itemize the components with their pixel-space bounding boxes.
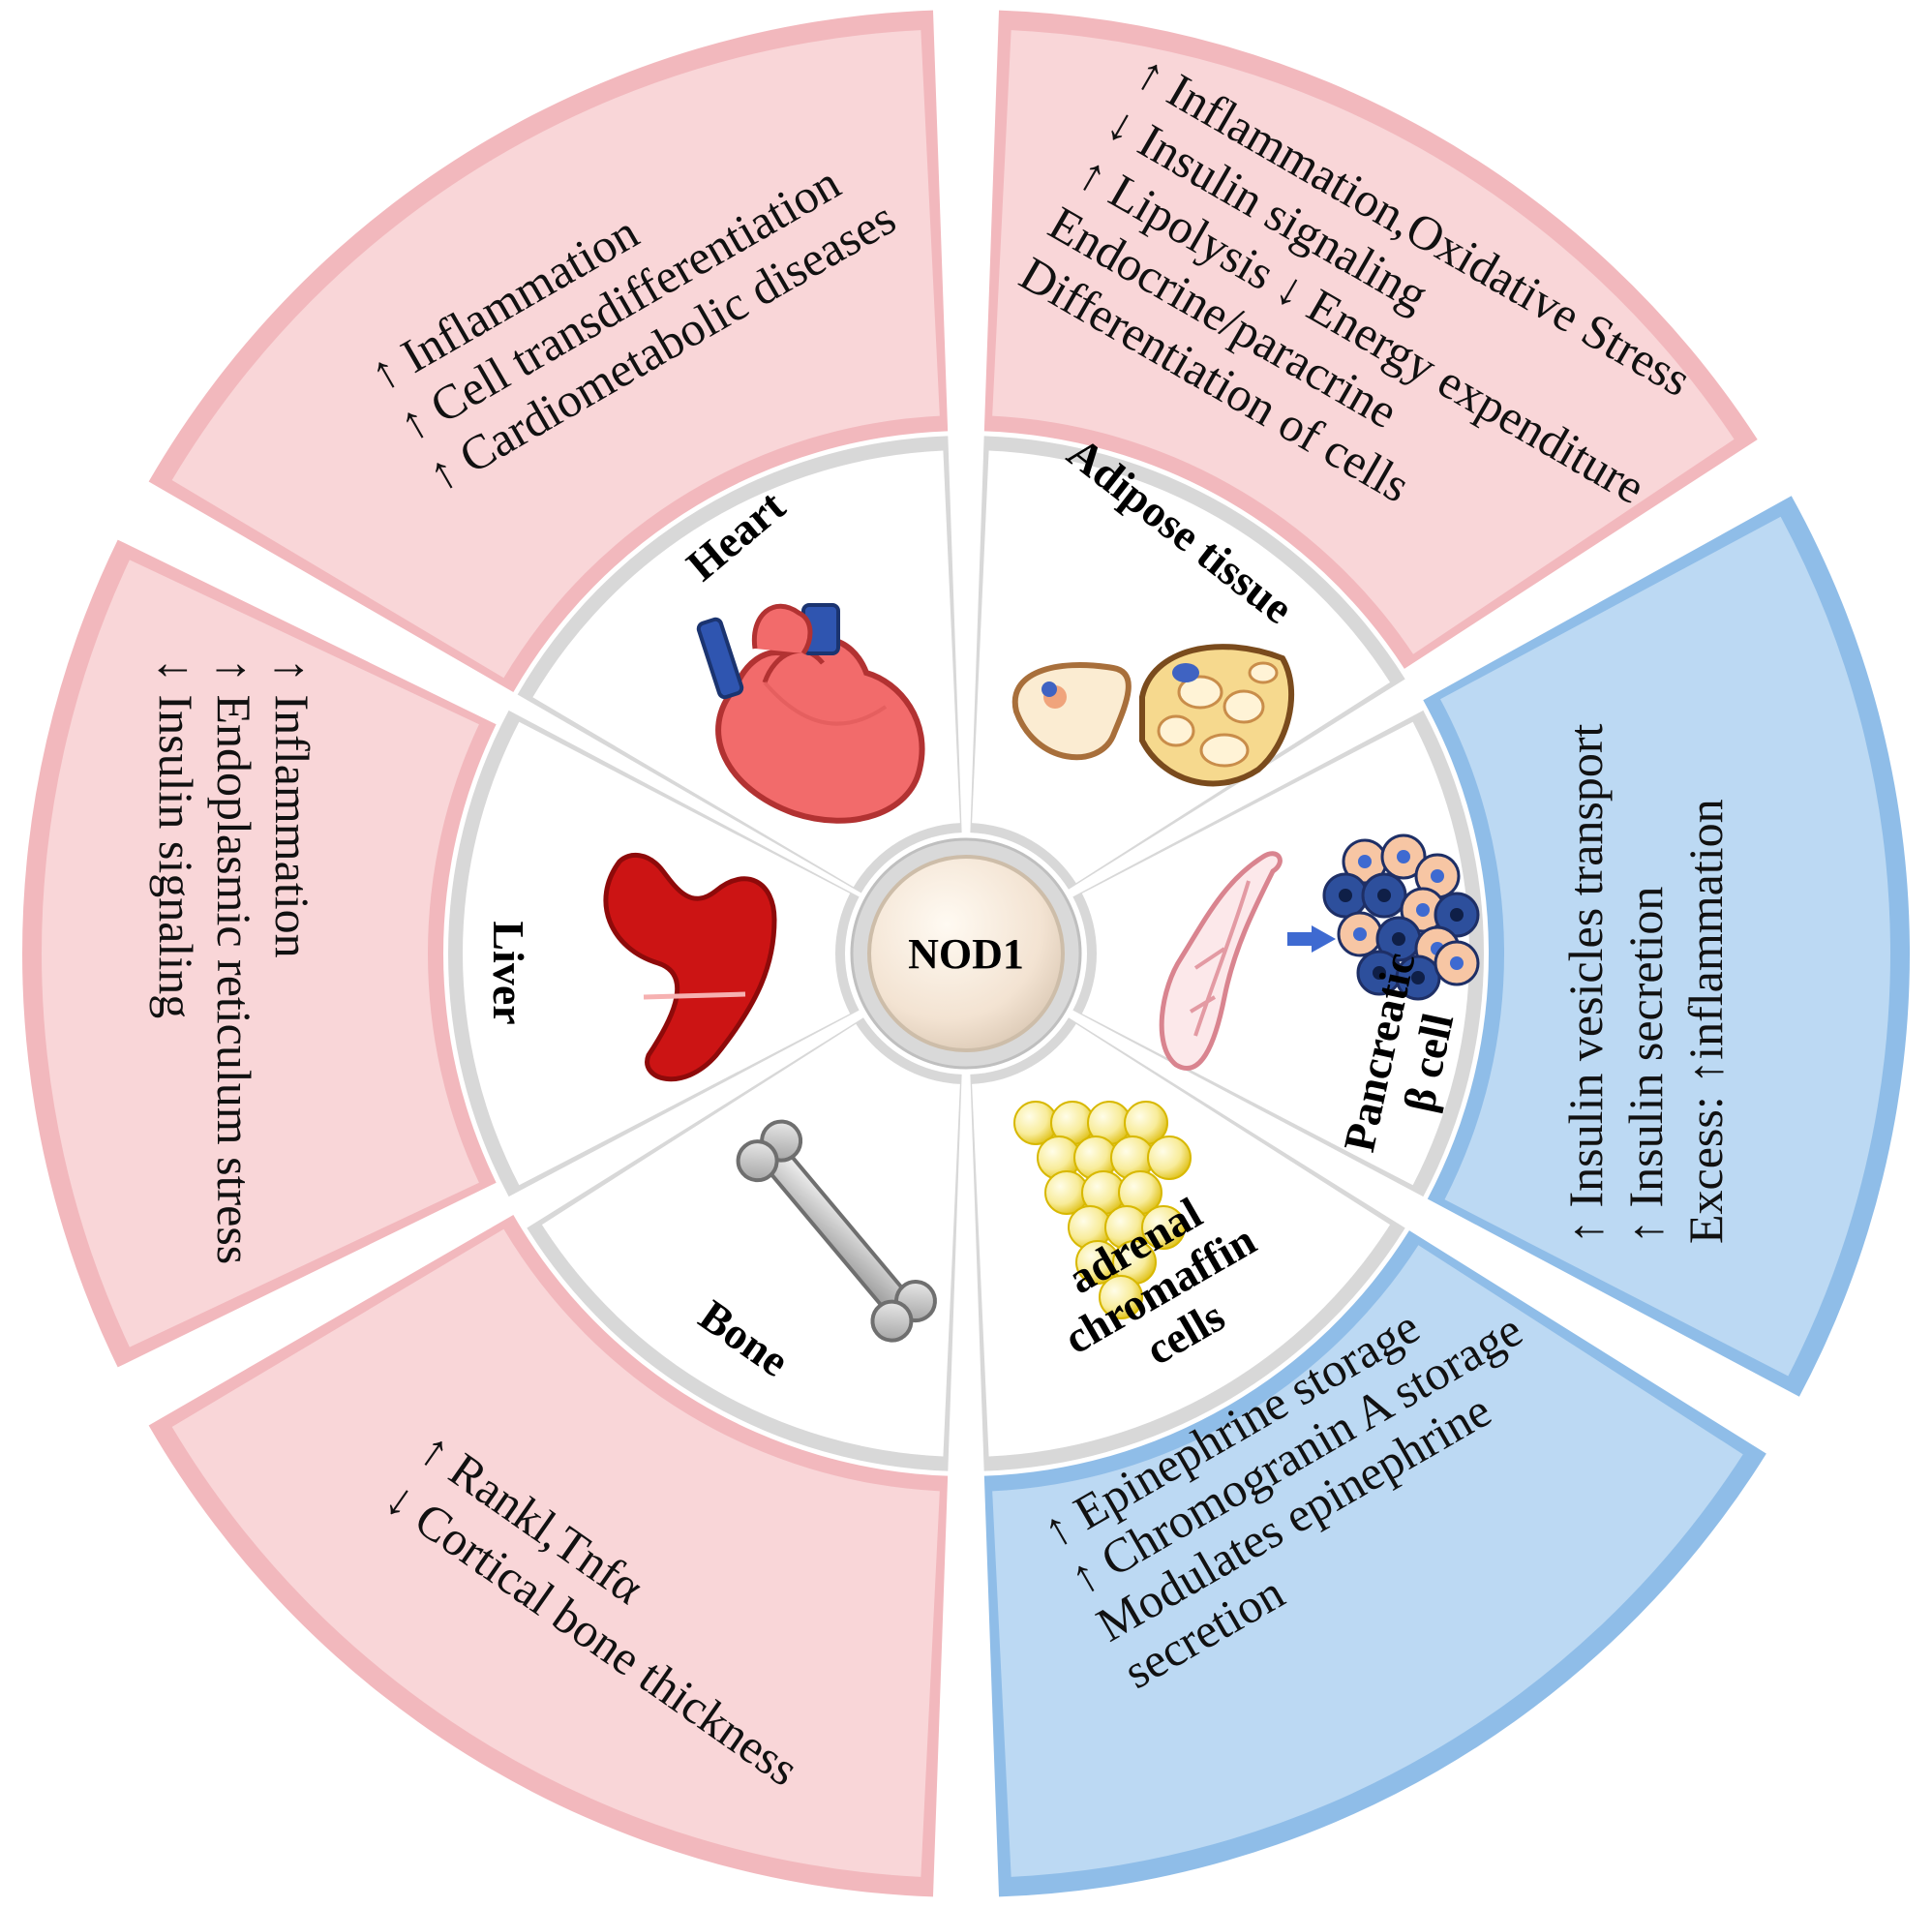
outer-segment-liver-face: [41, 560, 479, 1348]
effects-pancreas: ↑ Insulin vesicles transport↑ Insulin se…: [1558, 723, 1733, 1244]
outer-segment-heart-face: [171, 30, 940, 679]
islet-cell-nucleus: [1339, 889, 1352, 902]
outer-segment-pancreas-face: [1440, 516, 1890, 1377]
chromaffin-cells-icon: [1013, 1101, 1192, 1319]
islet-cell-nucleus: [1392, 932, 1405, 946]
islet-cell-nucleus: [1377, 889, 1391, 902]
organ-label-liver: Liver: [484, 921, 533, 1024]
islet-cell-nucleus: [1358, 855, 1372, 868]
effect-line: Excess: ↑inflammation: [1678, 799, 1733, 1244]
chromaffin-cell: [1147, 1136, 1192, 1180]
islet-cell-nucleus: [1416, 903, 1430, 917]
effects-liver: ↑ Inflammation↑ Endoplasmic reticulum st…: [149, 658, 319, 1264]
outer-segment-bone-face: [171, 1228, 940, 1877]
islet-cell-nucleus: [1411, 971, 1425, 984]
islet-cells-icon: [1322, 833, 1480, 1001]
bone-icon: [736, 1119, 937, 1343]
chromaffin-cell: [1099, 1275, 1143, 1319]
adipocyte-icon: [1011, 644, 1295, 787]
liver-icon: [603, 852, 777, 1082]
heart-icon: [696, 603, 925, 824]
chromaffin-cell: [1141, 1205, 1186, 1250]
islet-cell-nucleus: [1373, 966, 1386, 980]
outer-ring: [22, 10, 1910, 1897]
islet-cell-nucleus: [1397, 850, 1410, 863]
effect-line: ↑ Inflammation: [265, 658, 319, 958]
islet-cell-nucleus: [1450, 908, 1464, 922]
effect-line: ↑ Insulin secretion: [1618, 887, 1673, 1244]
islet-cell-nucleus: [1353, 927, 1367, 941]
effect-line: ↑ Insulin vesicles transport: [1558, 723, 1613, 1244]
outer-segment-adrenal-face: [992, 1245, 1743, 1877]
islet-cell-nucleus: [1431, 869, 1444, 883]
effect-line: ↓ Insulin signaling: [149, 658, 203, 1018]
nod1-center: NOD1: [850, 837, 1082, 1070]
effect-line: ↑ Endoplasmic reticulum stress: [207, 658, 261, 1264]
islet-cell-nucleus: [1450, 956, 1464, 970]
center-label: NOD1: [908, 930, 1024, 978]
inner-segment-bone-face: [541, 1023, 960, 1457]
pancreas-islet-icon: [1159, 851, 1336, 1071]
outer-segment-adipose-face: [992, 30, 1735, 654]
inner-segment-pancreas-face: [1081, 721, 1469, 1186]
